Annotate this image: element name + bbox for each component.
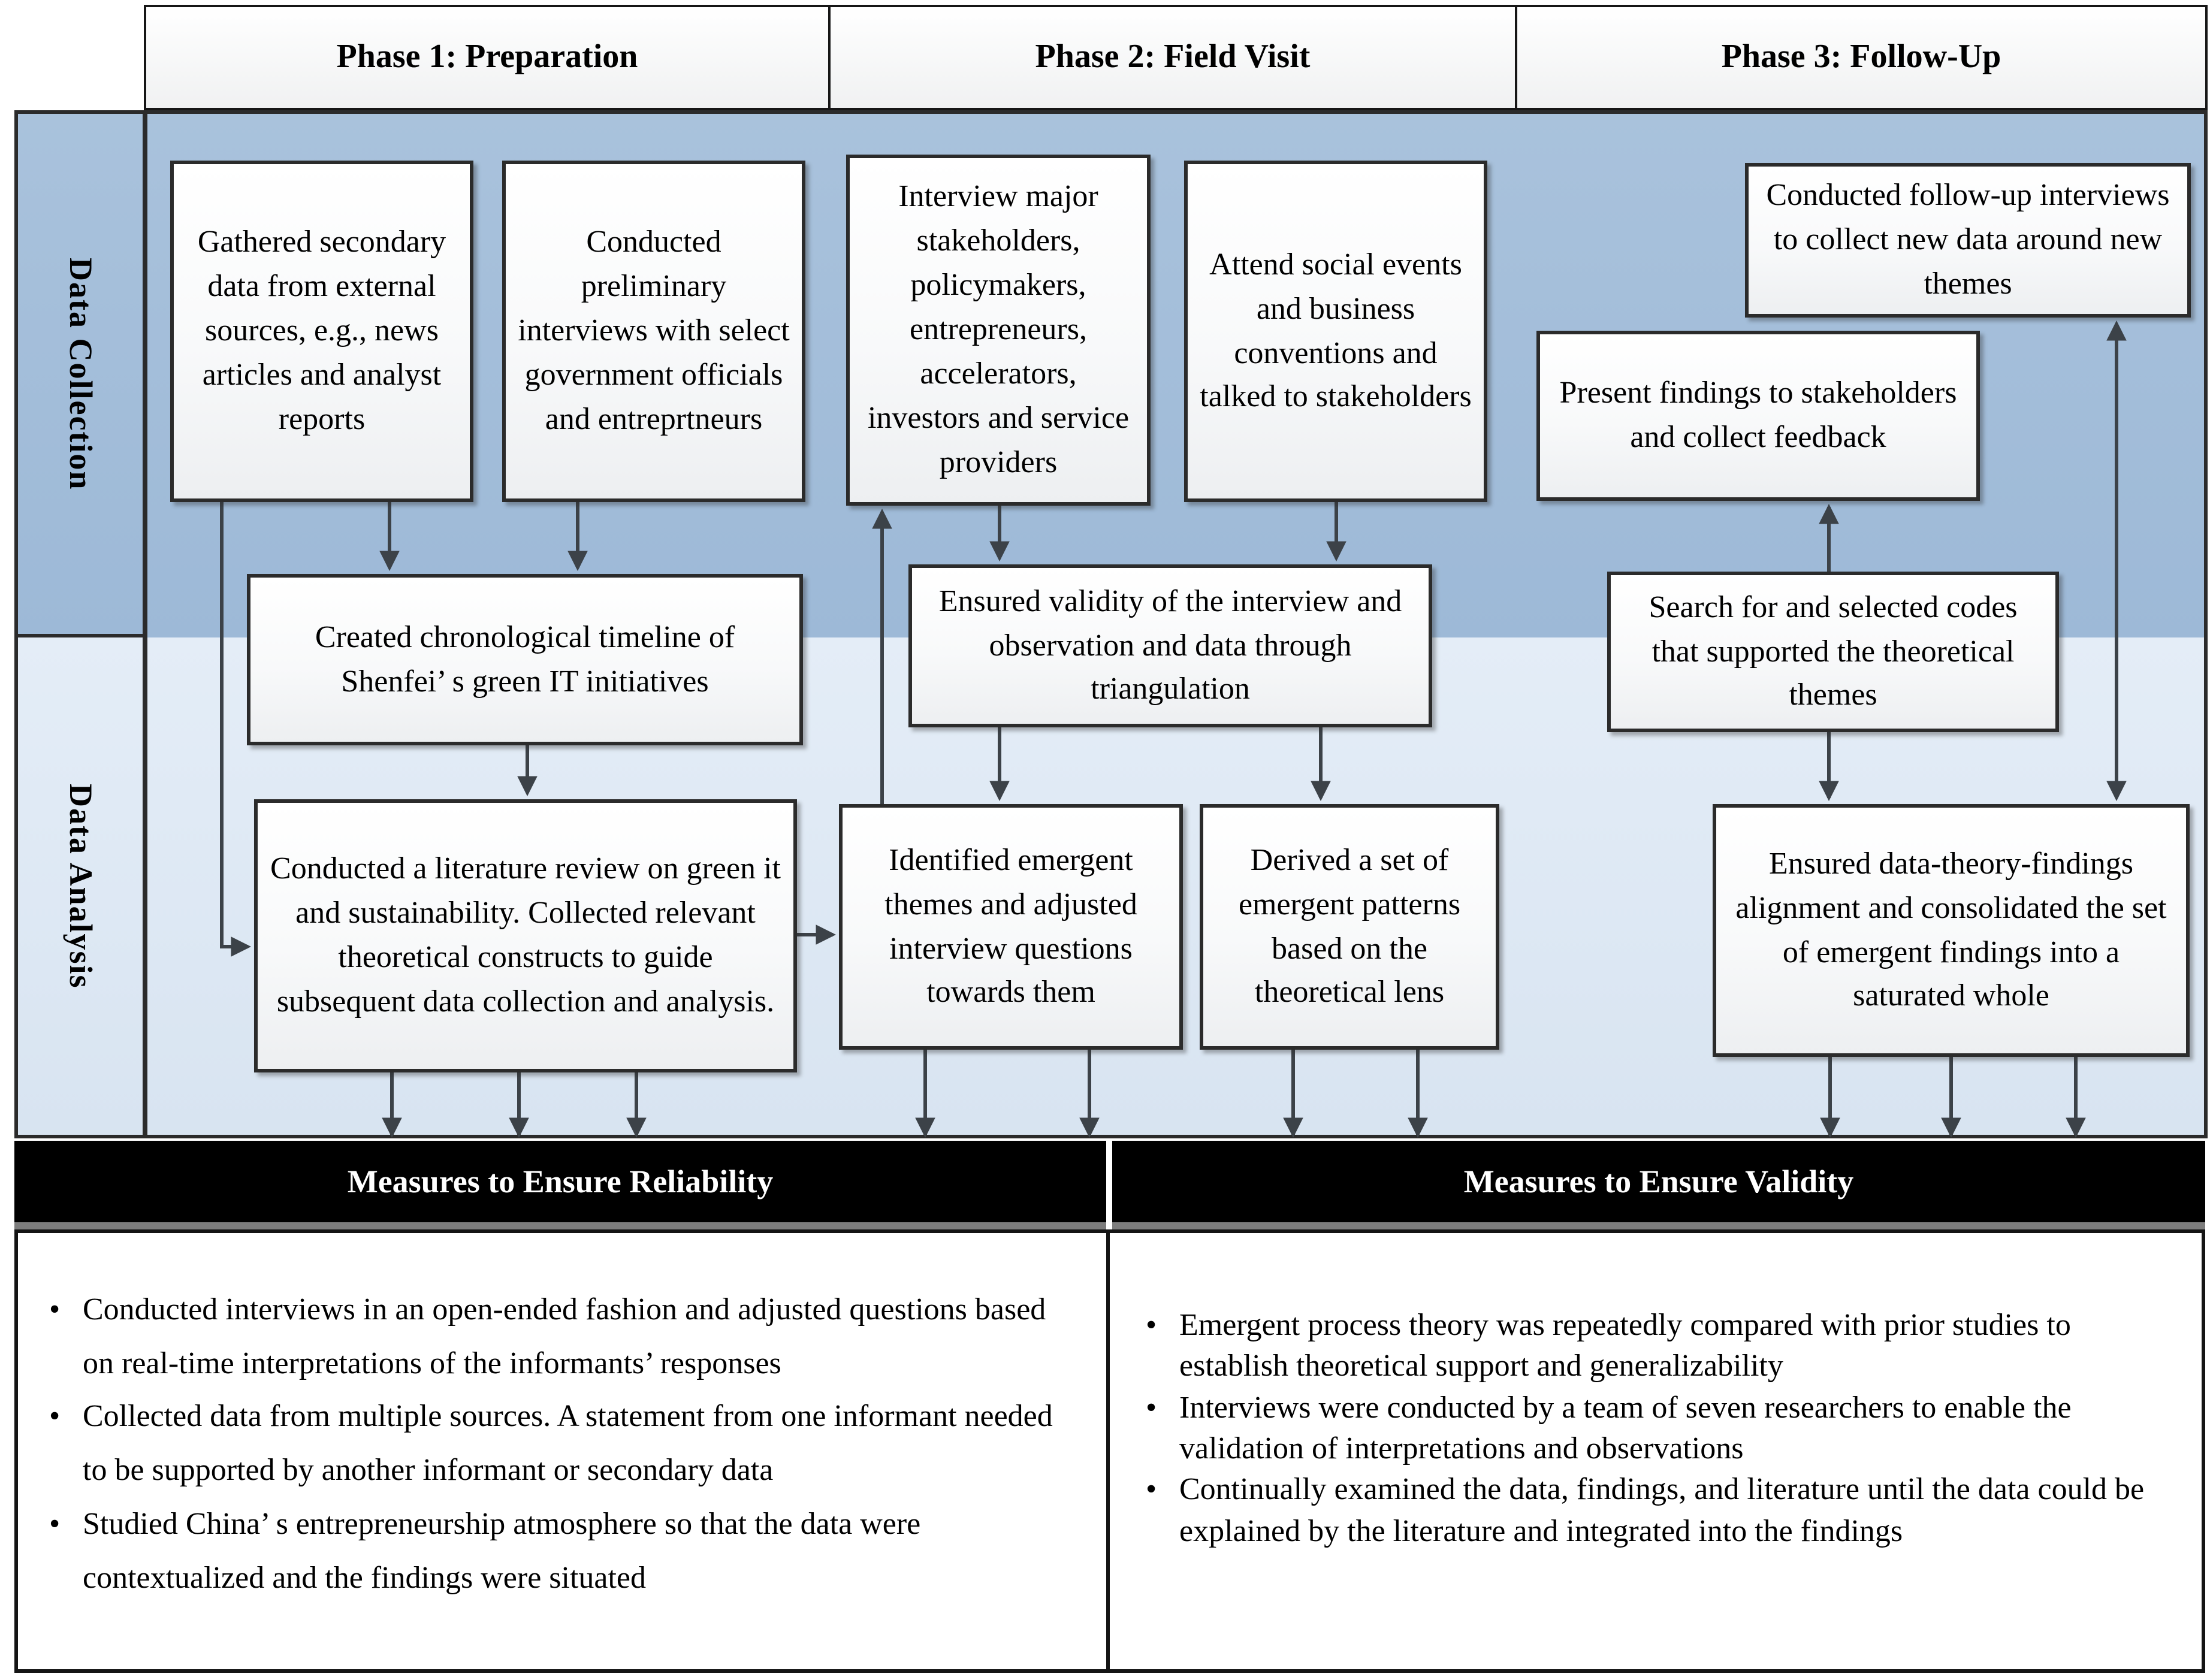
reliability-bullet: Collected data from multiple sources. A …	[37, 1391, 1065, 1498]
box-present-findings-text: Present findings to stakeholders and col…	[1559, 375, 1957, 454]
box-preliminary-interviews-text: Conducted preliminary interviews with se…	[518, 224, 790, 436]
validity-bullet: Emergent process theory was repeatedly c…	[1134, 1305, 2166, 1387]
box-search-codes-text: Search for and selected codes that suppo…	[1649, 589, 2018, 712]
box-validity-triangulation: Ensured validity of the interview and ob…	[908, 564, 1432, 727]
box-gathered-secondary-data: Gathered secondary data from external so…	[170, 161, 473, 502]
reliability-bullet-list: Conducted interviews in an open-ended fa…	[37, 1283, 1065, 1605]
phase-3-header: Phase 3: Follow-Up	[1515, 5, 2208, 110]
reliability-panel: Conducted interviews in an open-ended fa…	[18, 1233, 1110, 1669]
row-label-data-analysis: Data Analysis	[14, 634, 146, 1138]
box-data-theory-alignment-text: Ensured data-theory-findings alignment a…	[1735, 845, 2167, 1013]
box-present-findings: Present findings to stakeholders and col…	[1536, 331, 1980, 501]
reliability-bullet: Studied China’ s entrepreneurship atmosp…	[37, 1498, 1065, 1605]
data-collection-label: Data Collection	[63, 257, 99, 491]
row-label-data-collection: Data Collection	[14, 110, 146, 637]
box-attend-social-events: Attend social events and business conven…	[1184, 161, 1487, 502]
validity-bar-title: Measures to Ensure Validity	[1463, 1163, 1854, 1199]
validity-bullet: Continually examined the data, findings,…	[1134, 1470, 2166, 1552]
reliability-bar: Measures to Ensure Reliability	[14, 1141, 1106, 1229]
phase-1-header: Phase 1: Preparation	[144, 5, 831, 110]
box-interview-stakeholders-text: Interview major stakeholders, policymake…	[867, 179, 1130, 479]
data-analysis-label: Data Analysis	[63, 783, 99, 989]
phase-2-header: Phase 2: Field Visit	[828, 5, 1517, 110]
box-literature-review-text: Conducted a literature review on green i…	[270, 851, 781, 1019]
box-emergent-themes-text: Identified emergent themes and adjusted …	[884, 842, 1137, 1010]
box-search-codes: Search for and selected codes that suppo…	[1607, 572, 2059, 732]
phase-3-title: Phase 3: Follow-Up	[1721, 38, 2001, 75]
validity-bar: Measures to Ensure Validity	[1112, 1141, 2205, 1229]
measures-detail-section: Conducted interviews in an open-ended fa…	[14, 1229, 2205, 1673]
phase-1-title: Phase 1: Preparation	[336, 38, 638, 75]
validity-bullet: Interviews were conducted by a team of s…	[1134, 1387, 2166, 1469]
box-interview-stakeholders: Interview major stakeholders, policymake…	[846, 155, 1151, 506]
box-followup-interviews-text: Conducted follow-up interviews to collec…	[1766, 177, 2170, 301]
reliability-bullet: Conducted interviews in an open-ended fa…	[37, 1283, 1065, 1391]
box-emergent-themes: Identified emergent themes and adjusted …	[839, 804, 1183, 1050]
box-chronological-timeline-text: Created chronological timeline of Shenfe…	[315, 619, 735, 698]
box-followup-interviews: Conducted follow-up interviews to collec…	[1745, 163, 2191, 318]
box-data-theory-alignment: Ensured data-theory-findings alignment a…	[1713, 804, 2190, 1057]
box-attend-social-events-text: Attend social events and business conven…	[1200, 246, 1472, 414]
reliability-bar-title: Measures to Ensure Reliability	[347, 1163, 774, 1199]
validity-bullet-list: Emergent process theory was repeatedly c…	[1134, 1305, 2166, 1552]
box-validity-triangulation-text: Ensured validity of the interview and ob…	[938, 583, 1402, 706]
box-emergent-patterns: Derived a set of emergent patterns based…	[1200, 804, 1499, 1050]
box-emergent-patterns-text: Derived a set of emergent patterns based…	[1238, 842, 1461, 1010]
box-chronological-timeline: Created chronological timeline of Shenfe…	[247, 574, 803, 745]
box-preliminary-interviews: Conducted preliminary interviews with se…	[502, 161, 805, 502]
validity-panel: Emergent process theory was repeatedly c…	[1110, 1233, 2202, 1669]
box-gathered-secondary-data-text: Gathered secondary data from external so…	[197, 224, 446, 436]
box-literature-review: Conducted a literature review on green i…	[254, 799, 797, 1072]
phase-2-title: Phase 2: Field Visit	[1035, 38, 1311, 75]
